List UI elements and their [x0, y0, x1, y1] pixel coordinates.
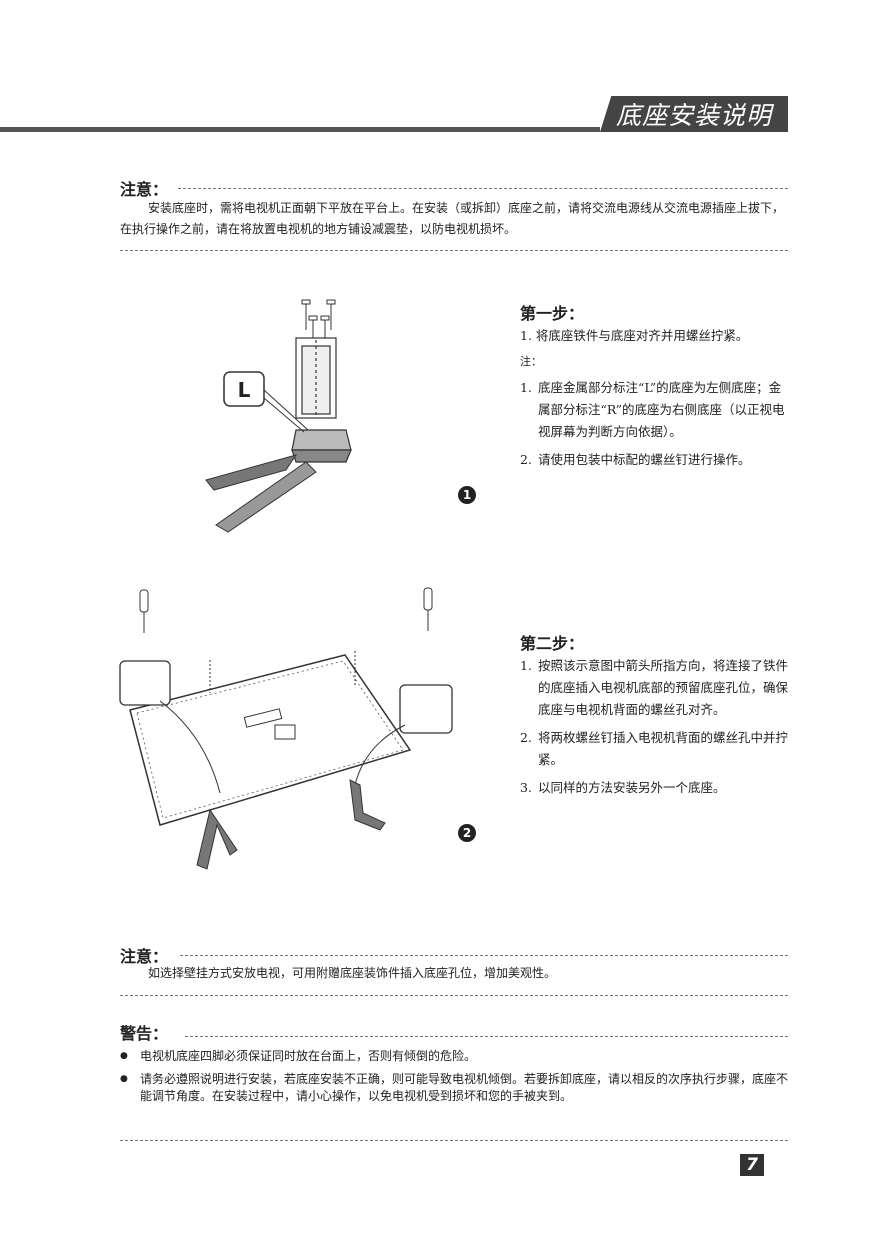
step2-title: 第二步：	[520, 634, 585, 653]
step1-main: 1. 将底座铁件与底座对齐并用螺丝拧紧。	[520, 328, 749, 343]
stand-assembly-illustration: L	[205, 299, 352, 533]
note-text: 如选择壁挂方式安放电视，可用附赠底座装饰件插入底座孔位，增加美观性。	[148, 966, 557, 980]
list-item: 2. 请使用包装中标配的螺丝钉进行操作。	[520, 452, 751, 467]
list-item: 2. 将两枚螺丝钉插入电视机背面的螺丝孔中并拧紧。	[520, 730, 789, 767]
tv-stand-install-illustration	[119, 587, 453, 870]
figure-number-2: 2	[458, 824, 476, 842]
divider	[120, 1140, 788, 1141]
list-item: 请务必遵照说明进行安装，若底座安装不正确，则可能导致电视机倾倒。若要拆卸底座，请…	[120, 1071, 788, 1105]
note-heading: 注意：	[120, 947, 169, 966]
warning-list: 电视机底座四脚必须保证同时放在台面上，否则有倾倒的危险。 请务必遵照说明进行安装…	[120, 1046, 788, 1105]
divider	[185, 1036, 788, 1037]
list-item: 1. 底座金属部分标注“L”的底座为左侧底座；金属部分标注“R”的底座为右侧底座…	[520, 380, 785, 439]
step1-title: 第一步：	[520, 304, 585, 323]
step1-note-label: 注：	[520, 355, 542, 368]
header-bar	[0, 127, 600, 132]
warning-heading: 警告：	[120, 1024, 169, 1043]
note-heading: 注意：	[120, 180, 169, 199]
figure-label-l: L	[238, 378, 251, 402]
figure-number-1: 1	[458, 486, 476, 504]
divider	[178, 188, 788, 189]
divider	[180, 955, 788, 956]
list-item: 3. 以同样的方法安装另外一个底座。	[520, 780, 726, 795]
divider	[120, 250, 788, 251]
list-item: 电视机底座四脚必须保证同时放在台面上，否则有倾倒的危险。	[120, 1046, 788, 1067]
page-number: 7	[740, 1154, 764, 1176]
divider	[120, 995, 788, 996]
list-item: 1. 按照该示意图中箭头所指方向，将连接了铁件的底座插入电视机底部的预留底座孔位…	[520, 658, 789, 717]
step2-text: 1. 按照该示意图中箭头所指方向，将连接了铁件的底座插入电视机底部的预留底座孔位…	[520, 655, 790, 799]
note-text: 安装底座时，需将电视机正面朝下平放在平台上。在安装（或拆卸）底座之前，请将交流电…	[120, 201, 785, 236]
page-title: 底座安装说明	[600, 96, 788, 132]
step1-text: 1. 将底座铁件与底座对齐并用螺丝拧紧。 注： 1. 底座金属部分标注“L”的底…	[520, 325, 790, 471]
